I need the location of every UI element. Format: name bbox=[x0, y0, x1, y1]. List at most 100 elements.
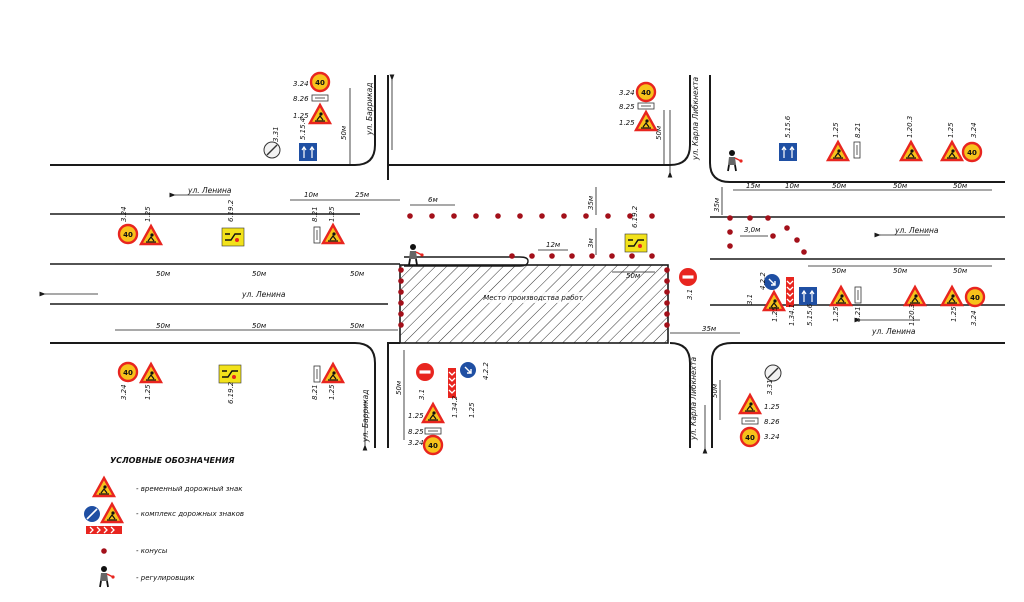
traffic-controller bbox=[727, 149, 744, 172]
cone-marker bbox=[664, 289, 670, 295]
sign-code-label: 3.24 bbox=[619, 89, 635, 97]
sign-code-label: 8.21 bbox=[311, 384, 319, 400]
cone-marker bbox=[549, 253, 555, 259]
dim-50-d: 50м bbox=[156, 322, 171, 330]
legend-item-temporary-sign: - временный дорожный знак bbox=[136, 485, 243, 493]
detour-scheme-sign bbox=[624, 233, 648, 253]
dim-35-right: 35м bbox=[702, 325, 717, 333]
cone-marker bbox=[398, 300, 404, 306]
distance-plate bbox=[637, 102, 655, 110]
cone-marker bbox=[517, 213, 523, 219]
dimension-lines: 10м 25м 6м 50м 50м 50м 50м 50м 50м 12м 3… bbox=[115, 88, 992, 440]
legend-warning-sign-icon bbox=[92, 476, 116, 498]
cone-marker bbox=[398, 289, 404, 295]
speed-limit-sign bbox=[961, 141, 983, 163]
sign-code-label: 1.25 bbox=[764, 403, 780, 411]
sign-code-label: 1.25 bbox=[144, 384, 152, 400]
cone-marker bbox=[451, 213, 457, 219]
sign-code-label: 8.21 bbox=[854, 306, 862, 322]
speed-limit-sign bbox=[635, 81, 657, 103]
speed-limit-sign bbox=[964, 286, 986, 308]
dim-35-top: 35м bbox=[587, 195, 595, 210]
legend: УСЛОВНЫЕ ОБОЗНАЧЕНИЯ - временный дорожны… bbox=[84, 456, 244, 588]
roadwork-sign bbox=[139, 224, 163, 246]
cone-marker bbox=[627, 213, 633, 219]
sign-code-label: 6.19.2 bbox=[227, 199, 235, 222]
sign-code-label: 3.24 bbox=[408, 439, 424, 447]
cone-marker bbox=[784, 225, 790, 231]
sign-code-label: 1.25 bbox=[771, 306, 779, 322]
sign-code-label: 5.15.4 bbox=[299, 118, 307, 140]
dim-50-zone: 50м bbox=[626, 272, 641, 280]
sign-code-label: 1.25 bbox=[832, 306, 840, 322]
direction-arrows bbox=[39, 74, 930, 454]
dim-3-0: 3,0м bbox=[744, 226, 761, 234]
dim-25: 25м bbox=[355, 191, 370, 199]
legend-item-sign-complex: - комплекс дорожных знаков bbox=[136, 510, 244, 518]
vertical-plate bbox=[313, 226, 321, 244]
sign-code-label: 5.15.6 bbox=[784, 115, 792, 138]
speed-limit-sign bbox=[117, 361, 139, 383]
cone-marker bbox=[569, 253, 575, 259]
keep-right-sign bbox=[459, 361, 477, 379]
dim-3: 3м bbox=[587, 238, 595, 248]
sign-code-label: 1.25 bbox=[950, 306, 958, 322]
roadwork-sign bbox=[940, 140, 964, 162]
cones-layer bbox=[398, 213, 807, 328]
sign-code-label: 1.34.1 bbox=[788, 304, 796, 326]
sign-code-label: 1.20.3 bbox=[908, 304, 916, 326]
dim-10-right: 10м bbox=[785, 182, 800, 190]
street-label-barrikad-2: ул. Баррикад bbox=[361, 390, 370, 443]
sign-code-label: 6.19.2 bbox=[631, 205, 639, 228]
dim-50-h: 50м bbox=[893, 182, 908, 190]
end-restriction-sign bbox=[263, 141, 281, 159]
speed-limit-sign bbox=[739, 426, 761, 448]
dim-50-a: 50м bbox=[156, 270, 171, 278]
dim-50-e: 50м bbox=[252, 322, 267, 330]
sign-code-label: 1.20.3 bbox=[906, 116, 914, 138]
cone-marker bbox=[539, 213, 545, 219]
distance-plate bbox=[311, 94, 329, 102]
cone-marker bbox=[589, 253, 595, 259]
legend-traffic-controller-icon bbox=[99, 565, 116, 588]
sign-code-label: 4.2.2 bbox=[759, 272, 767, 290]
dim-6: 6м bbox=[428, 196, 438, 204]
cone-marker bbox=[664, 311, 670, 317]
sign-code-label: 3.1 bbox=[686, 289, 694, 300]
cone-marker bbox=[801, 249, 807, 255]
sign-code-label: 8.25 bbox=[408, 428, 424, 436]
work-zone-label: Место производства работ bbox=[483, 294, 584, 302]
distance-plate bbox=[741, 417, 759, 425]
roadwork-sign bbox=[139, 362, 163, 384]
dim-50-north: 50м bbox=[340, 125, 348, 140]
cone-marker bbox=[473, 213, 479, 219]
sign-code-label: 1.25 bbox=[328, 384, 336, 400]
lane-direction-sign bbox=[798, 286, 818, 306]
cone-marker bbox=[429, 213, 435, 219]
chevron-sign bbox=[447, 367, 457, 399]
cone-marker bbox=[727, 215, 733, 221]
dim-35-east: 35м bbox=[713, 197, 721, 212]
sign-code-label: 3.24 bbox=[970, 122, 978, 138]
vertical-plate bbox=[853, 141, 861, 159]
speed-limit-sign bbox=[309, 71, 331, 93]
speed-limit-sign bbox=[117, 223, 139, 245]
cone-marker bbox=[747, 215, 753, 221]
cone-marker bbox=[664, 278, 670, 284]
sign-code-label: 1.25 bbox=[144, 206, 152, 222]
dim-50-se: 50м bbox=[711, 383, 719, 398]
cone-marker bbox=[398, 311, 404, 317]
dim-50-j: 50м bbox=[832, 267, 847, 275]
cone-marker bbox=[398, 322, 404, 328]
sign-code-label: 1.34.2 bbox=[451, 395, 459, 418]
end-restriction-sign bbox=[764, 364, 782, 382]
speed-limit-sign bbox=[422, 434, 444, 456]
cone-marker bbox=[605, 213, 611, 219]
roadwork-sign bbox=[826, 140, 850, 162]
cone-marker bbox=[398, 267, 404, 273]
roadwork-sign bbox=[940, 285, 964, 307]
roadwork-sign bbox=[829, 285, 853, 307]
sign-code-label: 3.24 bbox=[120, 206, 128, 222]
cone-marker bbox=[583, 213, 589, 219]
